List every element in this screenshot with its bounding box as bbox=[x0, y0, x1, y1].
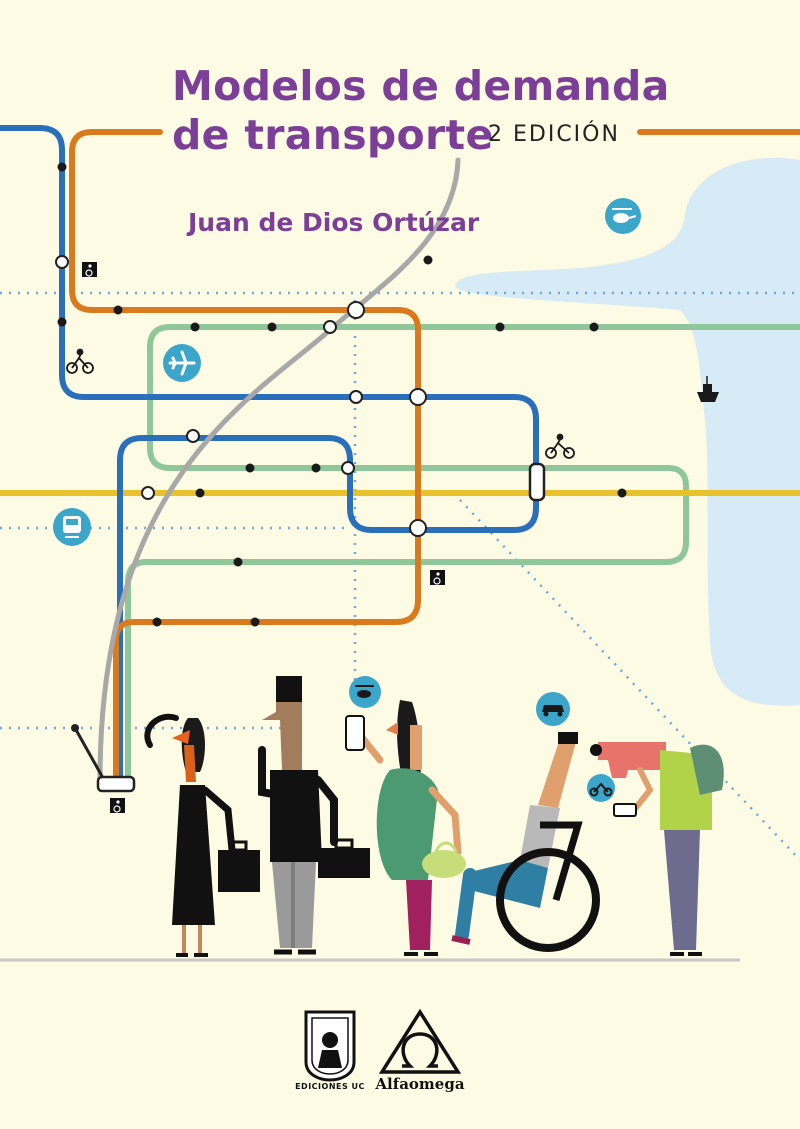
green-line bbox=[125, 324, 800, 783]
alfaomega-logo bbox=[378, 1008, 462, 1074]
publisher-alfaomega: Alfaomega bbox=[375, 1075, 465, 1093]
person-backpack-phone bbox=[590, 742, 724, 956]
water-area bbox=[454, 157, 800, 706]
wheelchair-icon bbox=[430, 570, 445, 585]
bicycle-icon bbox=[545, 433, 575, 459]
terminal-station bbox=[96, 775, 136, 793]
wheelchair-icon bbox=[82, 262, 97, 277]
author-name: Juan de Dios Ortúzar bbox=[188, 208, 480, 237]
interchange-stations bbox=[55, 255, 427, 537]
ediciones-uc-logo bbox=[304, 1010, 356, 1082]
orange-line bbox=[69, 129, 421, 783]
motorcycle-icon bbox=[587, 774, 615, 802]
transit-lines bbox=[0, 125, 800, 783]
edition-label: 2 EDICIÓN bbox=[488, 122, 620, 147]
gray-line bbox=[97, 157, 461, 783]
book-title-line1: Modelos de demanda bbox=[172, 62, 670, 110]
helicopter-icon bbox=[605, 198, 641, 234]
person-woman-briefcase bbox=[144, 713, 260, 957]
yellow-line-station bbox=[528, 462, 546, 502]
terminal-knob bbox=[71, 724, 79, 732]
person-wheelchair-user bbox=[451, 732, 600, 952]
person-woman-phone bbox=[345, 700, 466, 956]
bicycle-icon bbox=[66, 348, 94, 374]
train-icon bbox=[53, 508, 91, 546]
publisher-ediciones-uc: EDICIONES UC bbox=[295, 1082, 365, 1091]
wheelchair-icon bbox=[110, 798, 125, 813]
person-man-briefcase bbox=[258, 676, 370, 955]
stop-dots bbox=[57, 162, 627, 627]
blue-line bbox=[0, 125, 539, 783]
book-title-line2: de transporte bbox=[172, 111, 494, 159]
terminal-stick bbox=[73, 727, 105, 779]
ship-icon bbox=[697, 376, 719, 402]
helicopter-icon bbox=[349, 676, 381, 708]
car-icon bbox=[536, 692, 570, 726]
airplane-icon bbox=[163, 344, 201, 382]
